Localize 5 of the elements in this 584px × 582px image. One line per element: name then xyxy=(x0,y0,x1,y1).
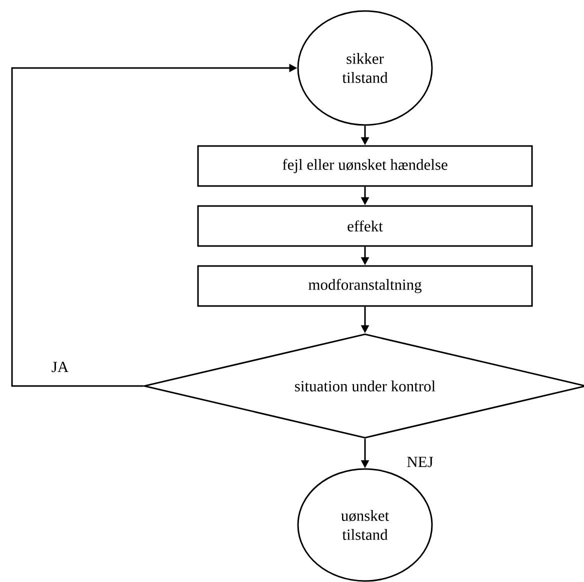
edge-label: NEJ xyxy=(406,456,434,468)
process-box: modforanstaltning xyxy=(197,265,533,307)
process-box: fejl eller uønsket hændelse xyxy=(197,145,533,187)
edge-label: JA xyxy=(50,360,70,374)
process-box: effekt xyxy=(197,205,533,247)
